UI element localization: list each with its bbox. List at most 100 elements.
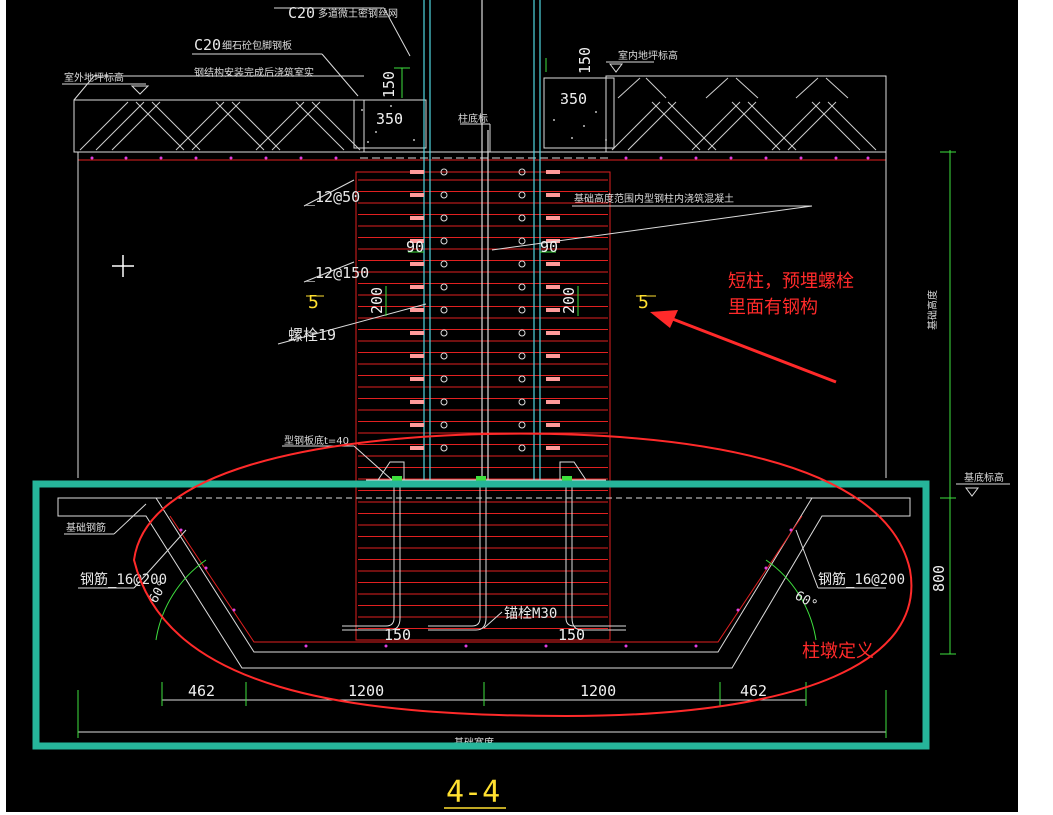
bolt-mark — [410, 446, 424, 450]
column-dim-ticks — [306, 58, 656, 316]
bolt-mark — [518, 306, 526, 314]
label-indoor-grade: 室内地坪标高 — [618, 49, 678, 62]
dim-350-right: 350 — [560, 90, 587, 108]
label-angle-right: 60° — [792, 588, 820, 613]
bolt-mark — [410, 262, 424, 266]
bolt-mark — [440, 214, 448, 222]
bolt-mark — [410, 285, 424, 289]
bolt-mark — [410, 354, 424, 358]
bolt-mark — [410, 308, 424, 312]
bolt-mark — [546, 400, 560, 404]
ground-hatch — [73, 75, 887, 153]
bolt-mark — [518, 421, 526, 429]
label-rebar-16-right: 钢筋_16@200 — [818, 571, 905, 588]
bolt-mark — [518, 237, 526, 245]
anchor-bolts — [342, 484, 626, 631]
bolt-mark — [518, 168, 526, 176]
bolt-mark — [546, 262, 560, 266]
dimension-text: 150 150 350 350 90 90 200 200 150 150 80… — [188, 47, 948, 700]
bolt-mark — [518, 283, 526, 291]
label-c20-second: C20 — [194, 36, 221, 54]
bolt-mark — [410, 216, 424, 220]
elevation-marker — [956, 483, 1010, 497]
dim-800: 800 — [930, 565, 948, 592]
label-c20-top-note: 多道微土密钢丝网 — [318, 7, 398, 20]
label-column-top: 柱底标 — [458, 112, 488, 125]
bolt-mark — [546, 170, 560, 174]
bolt-mark — [440, 375, 448, 383]
bolt-mark — [546, 216, 560, 220]
leader-lines — [62, 7, 886, 629]
label-c20-top: C20 — [288, 4, 315, 22]
bolt-mark — [518, 329, 526, 337]
base-plate — [366, 461, 606, 484]
bolt-mark — [546, 193, 560, 197]
label-plate: 型钢板底t=40 — [284, 434, 349, 447]
bolt-mark — [440, 421, 448, 429]
label-rebar-16-left: 钢筋_16@200 — [80, 571, 167, 588]
label-c20-second-note: 细石砼包脚钢板 — [222, 39, 292, 52]
label-steel-note: 钢结构安装完成后浇筑室实 — [194, 66, 314, 79]
bolt-mark — [518, 214, 526, 222]
bolt-mark — [518, 398, 526, 406]
section-drawing: C20 多道微土密钢丝网 C20 细石砼包脚钢板 钢结构安装完成后浇筑室实 室外… — [32, 0, 1010, 810]
bolt-mark — [440, 283, 448, 291]
label-concrete-note: 基础高度范围内型钢柱内浇筑混凝土 — [574, 192, 734, 205]
pier-ellipse-markup — [132, 432, 913, 718]
pile-cap — [57, 497, 911, 669]
section-title-text: 4-4 — [446, 775, 500, 810]
cursor-crosshair-icon — [112, 255, 134, 277]
annotation-short-column-2: 里面有钢构 — [728, 297, 818, 318]
bolt-mark — [518, 352, 526, 360]
bolt-mark — [410, 193, 424, 197]
dim-462-left: 462 — [188, 682, 215, 700]
dim-150-bottom-right: 150 — [558, 626, 585, 644]
bolt-mark — [518, 260, 526, 268]
red-annotations: 短柱，预埋螺栓 里面有钢构 柱墩定义 — [728, 271, 874, 662]
c20-blocks — [353, 77, 615, 149]
bolt-mark — [410, 239, 424, 243]
label-rebar-12-150: _12@150 — [306, 264, 369, 282]
bolt-mark — [546, 423, 560, 427]
bolt-mark — [440, 191, 448, 199]
label-foundation-height: 基础高度 — [926, 290, 939, 330]
bolt-mark — [410, 377, 424, 381]
dim-90-left: 90 — [406, 238, 424, 256]
bolt-mark — [440, 168, 448, 176]
dim-150-left: 150 — [380, 71, 398, 98]
label-bolt: 螺栓19 — [288, 326, 336, 344]
bolt-mark — [440, 260, 448, 268]
section-mark-right: 5 — [638, 292, 649, 313]
label-rebar-12-50: _12@50 — [306, 188, 360, 206]
label-anchor: 锚栓M30 — [504, 606, 557, 622]
dim-90-right: 90 — [540, 238, 558, 256]
annotation-short-column-1: 短柱，预埋螺栓 — [728, 271, 854, 292]
bolt-mark — [518, 191, 526, 199]
bolt-mark — [546, 308, 560, 312]
dimension-lines — [77, 150, 956, 738]
bolt-mark — [518, 444, 526, 452]
bolt-mark — [440, 306, 448, 314]
bolt-mark — [440, 398, 448, 406]
bolt-mark — [440, 237, 448, 245]
bolt-mark — [410, 170, 424, 174]
bolt-mark — [518, 375, 526, 383]
bolt-mark — [546, 239, 560, 243]
dim-200-right: 200 — [560, 287, 578, 314]
bolt-mark — [410, 423, 424, 427]
dim-200-left: 200 — [368, 287, 386, 314]
bolt-mark — [440, 444, 448, 452]
bolt-mark — [440, 329, 448, 337]
section-mark-left: 5 — [308, 292, 319, 313]
bolt-mark — [546, 377, 560, 381]
dim-462-right: 462 — [740, 682, 767, 700]
cad-viewport[interactable]: C20 多道微土密钢丝网 C20 细石砼包脚钢板 钢结构安装完成后浇筑室实 室外… — [6, 0, 1018, 812]
section-title: 4-4 — [444, 775, 506, 810]
bolt-mark — [546, 331, 560, 335]
label-base-elev: 基底标高 — [964, 471, 1004, 484]
label-column-axis: 基础钢筋 — [66, 521, 106, 534]
embedded-bolts — [410, 168, 560, 452]
label-outdoor-grade: 室外地坪标高 — [64, 71, 124, 84]
bolt-mark — [410, 331, 424, 335]
bolt-mark — [410, 400, 424, 404]
